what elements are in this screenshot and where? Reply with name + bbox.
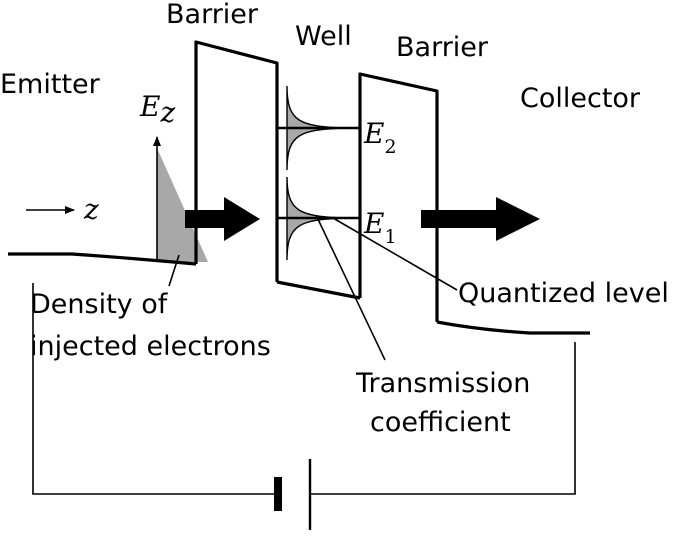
energy-axis-label: Ez — [139, 90, 175, 129]
transmission-pointer — [315, 214, 386, 361]
well-bottom — [276, 280, 361, 300]
z-axis-label: z — [83, 193, 99, 226]
density-label-line2: injected electrons — [30, 331, 271, 362]
quantized-level-pointer — [332, 217, 458, 291]
e2-label: E2 — [363, 117, 397, 158]
battery-short-plate — [274, 477, 282, 511]
density-pointer — [168, 254, 180, 287]
left-barrier — [194, 40, 279, 282]
left-barrier-label: Barrier — [166, 0, 259, 30]
collector-label: Collector — [520, 83, 641, 114]
well-label: Well — [295, 21, 352, 52]
transmission-label-line2: coefficient — [370, 407, 511, 438]
right-barrier-label: Barrier — [396, 32, 489, 63]
circuit-right-wire — [310, 342, 576, 495]
electron-density-shape — [157, 148, 208, 262]
collector-band — [436, 320, 590, 335]
emitter-band — [8, 252, 197, 266]
quantized-level-label: Quantized level — [458, 278, 669, 309]
emitter-label: Emitter — [0, 69, 101, 100]
collection-arrow — [421, 197, 540, 241]
density-label-line1: Density of — [30, 289, 169, 320]
injection-arrow — [185, 197, 260, 241]
circuit-left-wire — [32, 283, 276, 495]
transmission-label-line1: Transmission — [355, 368, 530, 399]
right-barrier — [358, 72, 439, 322]
e1-label: E1 — [363, 207, 397, 248]
